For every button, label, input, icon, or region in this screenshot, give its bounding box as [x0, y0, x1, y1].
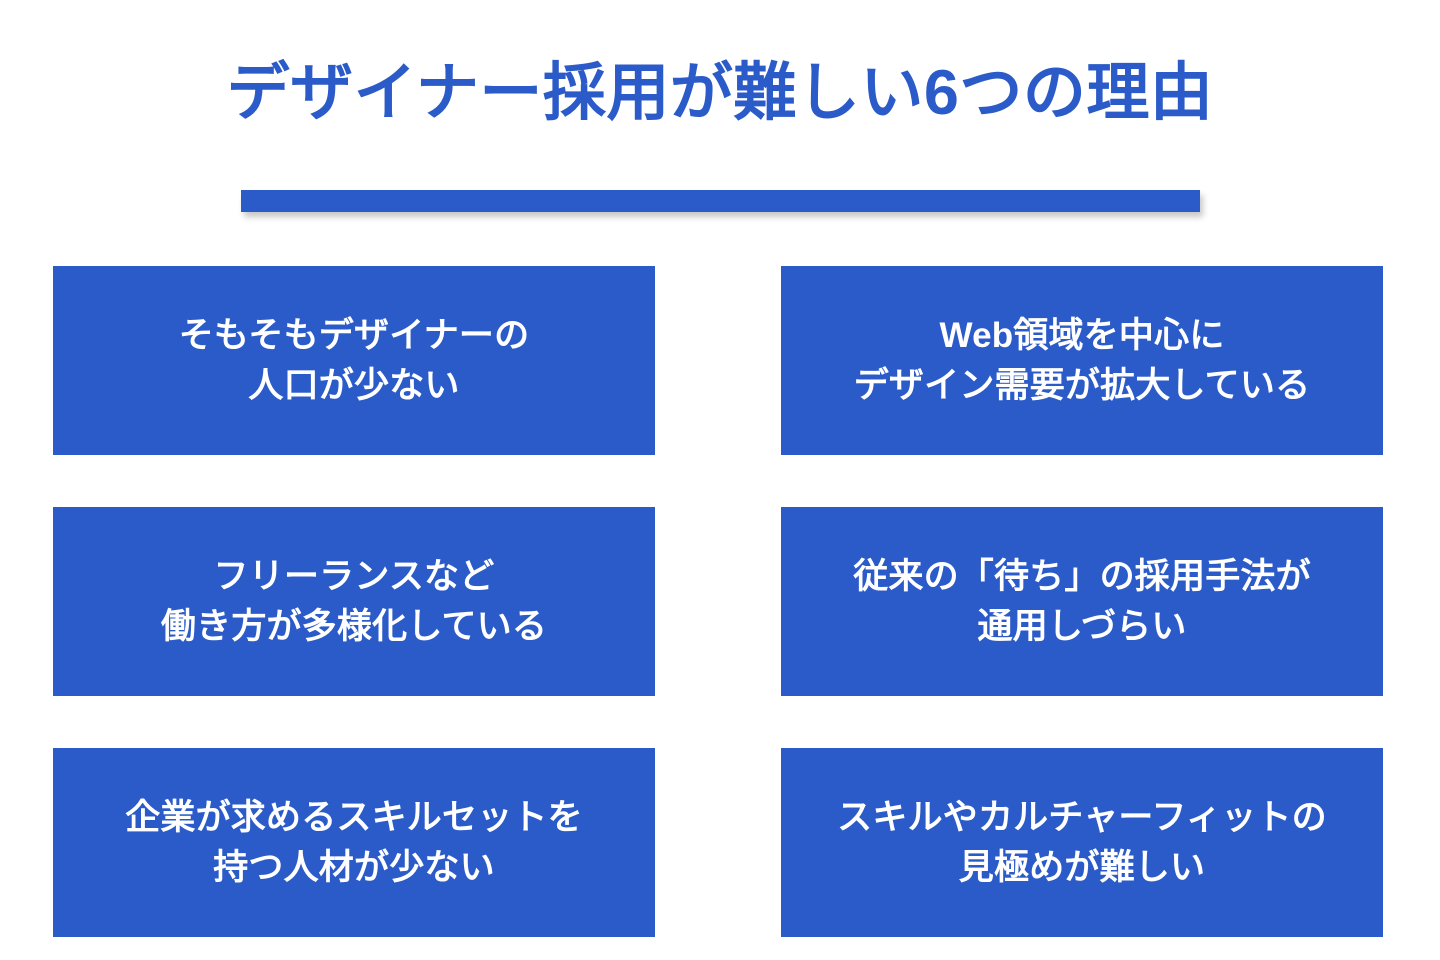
reason-card-2-text: Web領域を中心に デザイン需要が拡大している [853, 315, 1311, 405]
reason-card-6: スキルやカルチャーフィットの 見極めが難しい [781, 748, 1383, 937]
reason-card-3: フリーランスなど 働き方が多様化している [53, 507, 655, 696]
reason-card-5-text: 企業が求めるスキルセットを 持つ人材が少ない [125, 797, 583, 887]
title-underline-bar [241, 190, 1200, 212]
reasons-grid: そもそもデザイナーの 人口が少ない Web領域を中心に デザイン需要が拡大してい… [53, 266, 1383, 937]
reason-card-6-text: スキルやカルチャーフィットの 見極めが難しい [837, 797, 1327, 887]
reason-card-1: そもそもデザイナーの 人口が少ない [53, 266, 655, 455]
reason-card-4: 従来の「待ち」の採用手法が 通用しづらい [781, 507, 1383, 696]
reason-card-4-text: 従来の「待ち」の採用手法が 通用しづらい [853, 556, 1311, 646]
page-title: デザイナー採用が難しい6つの理由 [226, 58, 1214, 128]
reason-card-1-text: そもそもデザイナーの 人口が少ない [178, 315, 530, 405]
reason-card-3-text: フリーランスなど 働き方が多様化している [160, 556, 548, 646]
title-block: デザイナー採用が難しい6つの理由 [0, 58, 1440, 129]
reason-card-2: Web領域を中心に デザイン需要が拡大している [781, 266, 1383, 455]
reason-card-5: 企業が求めるスキルセットを 持つ人材が少ない [53, 748, 655, 937]
